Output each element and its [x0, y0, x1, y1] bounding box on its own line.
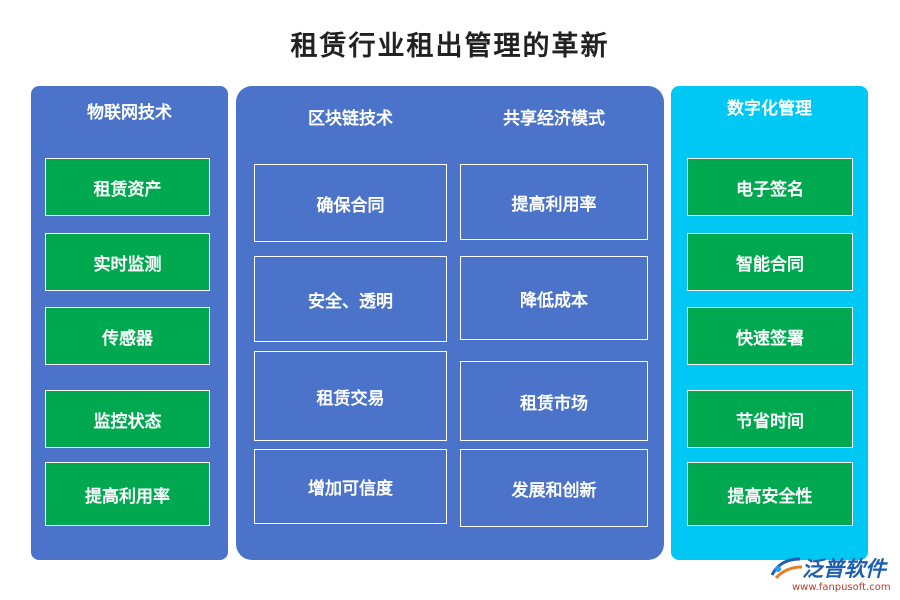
blockchain-item: 租赁交易: [254, 351, 447, 441]
iot-item: 实时监测: [45, 233, 210, 291]
digital-item: 节省时间: [687, 390, 853, 448]
blockchain-heading: 区块链技术: [308, 109, 393, 129]
brand-name: 泛普软件: [802, 557, 886, 581]
sharing-item: 降低成本: [460, 256, 648, 340]
digital-item: 快速签署: [687, 307, 853, 365]
sharing-heading: 共享经济模式: [503, 109, 605, 129]
blockchain-item: 安全、透明: [254, 256, 447, 342]
iot-panel: 物联网技术 租赁资产 实时监测 传感器 监控状态 提高利用率: [31, 86, 228, 560]
sharing-item: 提高利用率: [460, 164, 648, 240]
digital-item: 智能合同: [687, 233, 853, 291]
blockchain-item: 确保合同: [254, 164, 447, 242]
blockchain-item: 增加可信度: [254, 449, 447, 524]
digital-heading: 数字化管理: [727, 99, 812, 119]
brand-logo-icon: [770, 557, 803, 580]
iot-heading: 物联网技术: [87, 103, 172, 123]
iot-item: 提高利用率: [45, 462, 210, 526]
sharing-item: 发展和创新: [460, 449, 648, 527]
page-title: 租赁行业租出管理的革新: [290, 31, 610, 62]
brand-watermark: 泛普软件 www.fanpusoft.com: [770, 553, 895, 598]
digital-item: 提高安全性: [687, 462, 853, 526]
iot-item: 传感器: [45, 307, 210, 365]
digital-panel: 数字化管理 电子签名 智能合同 快速签署 节省时间 提高安全性: [671, 86, 868, 560]
iot-item: 租赁资产: [45, 158, 210, 216]
iot-item: 监控状态: [45, 390, 210, 448]
digital-item: 电子签名: [687, 158, 853, 216]
blockchain-sharing-panel: 区块链技术 共享经济模式 确保合同 安全、透明 租赁交易 增加可信度 提高利用率…: [236, 86, 664, 560]
brand-url: www.fanpusoft.com: [792, 582, 891, 593]
sharing-item: 租赁市场: [460, 361, 648, 441]
